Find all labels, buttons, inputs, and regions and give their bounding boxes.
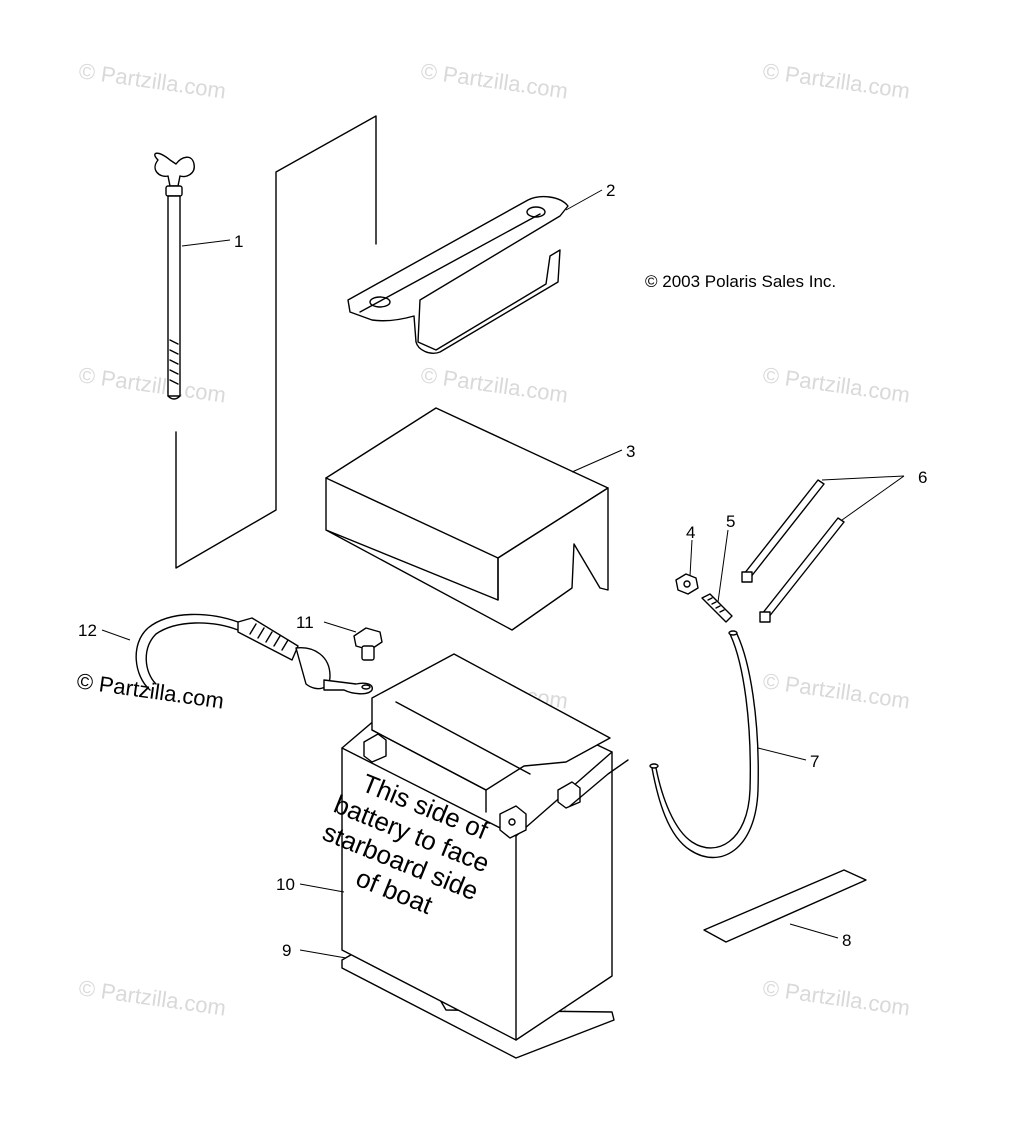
vent-tube-icon bbox=[649, 630, 759, 859]
callouts: 1 2 3 4 5 6 7 8 9 10 11 12 bbox=[78, 181, 927, 960]
watermark: © Partzilla.com bbox=[761, 58, 911, 103]
watermark: © Partzilla.com bbox=[419, 362, 569, 407]
watermark: © Partzilla.com bbox=[77, 362, 227, 407]
pad-strip-icon bbox=[703, 869, 867, 943]
watermark-strong: © Partzilla.com bbox=[75, 668, 225, 713]
callout-6: 6 bbox=[918, 468, 927, 487]
battery-cable-icon bbox=[135, 613, 373, 695]
bolt-icon bbox=[353, 627, 383, 661]
callout-11: 11 bbox=[296, 613, 314, 632]
callout-1: 1 bbox=[234, 232, 243, 251]
wing-bolt-icon bbox=[154, 152, 195, 400]
watermark: © Partzilla.com bbox=[77, 975, 227, 1020]
cable-tie-icon bbox=[741, 479, 845, 623]
watermark: © Partzilla.com bbox=[761, 975, 911, 1020]
callout-2: 2 bbox=[606, 181, 615, 200]
callout-3: 3 bbox=[626, 442, 635, 461]
assembly-line bbox=[175, 115, 377, 569]
callout-4: 4 bbox=[686, 523, 695, 542]
callout-8: 8 bbox=[842, 931, 851, 950]
copyright-text: © 2003 Polaris Sales Inc. bbox=[645, 272, 836, 291]
callout-12: 12 bbox=[78, 621, 97, 640]
callout-9: 9 bbox=[282, 941, 291, 960]
callout-7: 7 bbox=[810, 752, 819, 771]
watermark: © Partzilla.com bbox=[77, 58, 227, 103]
nut-icon bbox=[675, 573, 699, 595]
watermark: © Partzilla.com bbox=[761, 362, 911, 407]
callout-10: 10 bbox=[276, 875, 295, 894]
watermark: © Partzilla.com bbox=[419, 58, 569, 103]
leader-lines bbox=[101, 189, 905, 959]
screw-icon bbox=[701, 593, 733, 623]
battery-cover-icon bbox=[325, 407, 609, 631]
battery-icon: This side of battery to face starboard s… bbox=[319, 653, 629, 1041]
hold-down-bracket-icon bbox=[347, 195, 569, 354]
watermark: © Partzilla.com bbox=[761, 668, 911, 713]
callout-5: 5 bbox=[726, 512, 735, 531]
